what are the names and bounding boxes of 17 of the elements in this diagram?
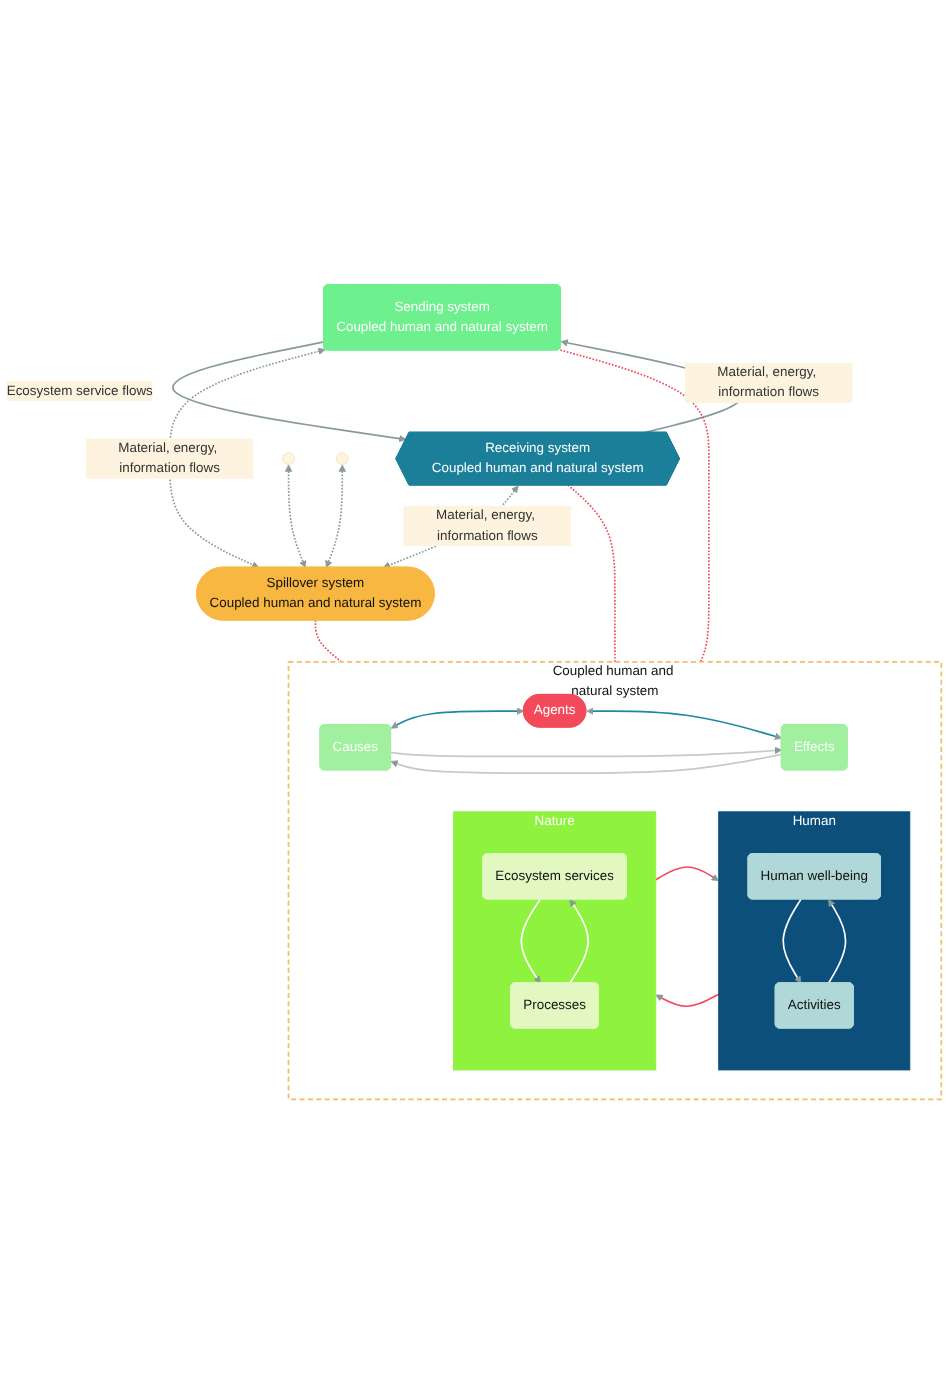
arrow bbox=[520, 898, 542, 984]
arrow bbox=[172, 341, 407, 443]
arrow bbox=[390, 707, 525, 729]
arrow bbox=[654, 866, 719, 881]
arrow bbox=[569, 899, 589, 985]
arrow bbox=[586, 707, 783, 740]
arrow bbox=[390, 746, 783, 758]
arrow bbox=[390, 753, 783, 775]
connector bbox=[559, 349, 710, 663]
arrow bbox=[284, 464, 307, 568]
arrow bbox=[782, 898, 802, 984]
arrow bbox=[827, 899, 847, 985]
connector bbox=[314, 619, 343, 663]
connector bbox=[567, 484, 616, 663]
arrow bbox=[325, 464, 346, 568]
arrow bbox=[655, 993, 720, 1008]
arrow bbox=[168, 347, 326, 569]
